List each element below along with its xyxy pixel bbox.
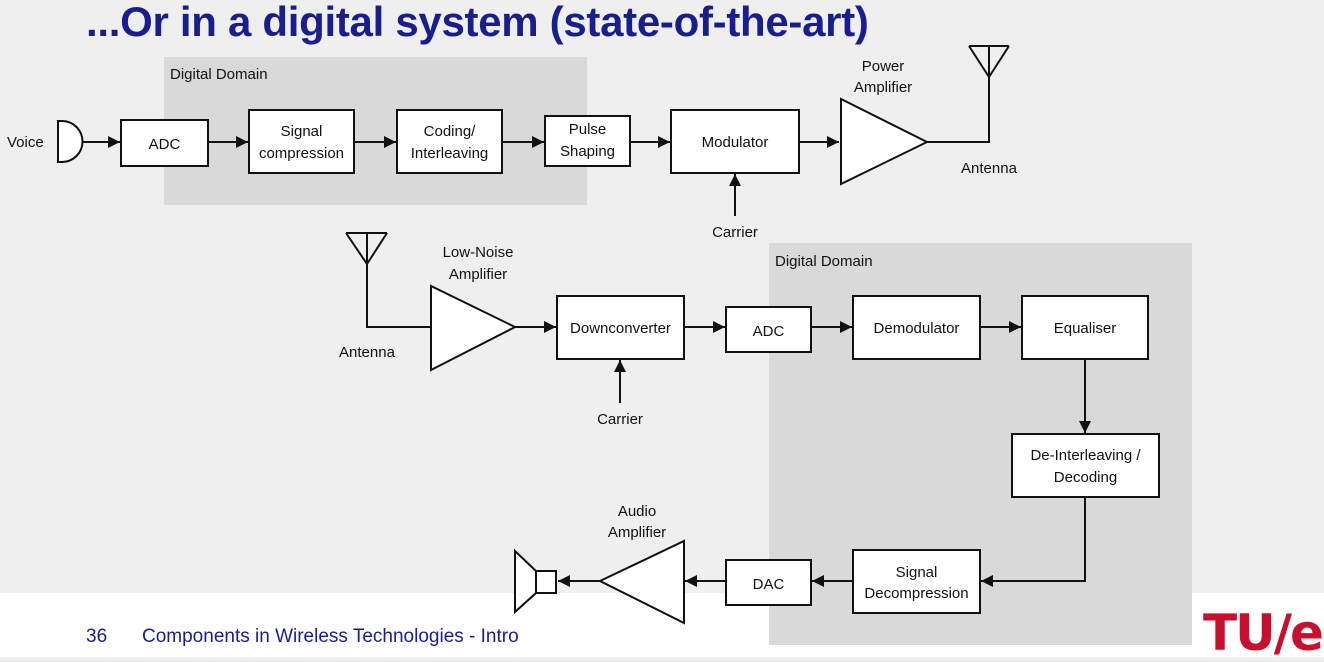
deinterleaving-label-1: De-Interleaving / [1030,447,1141,464]
microphone-icon [57,120,84,163]
decompression-label-1: Signal [896,564,938,581]
low-noise-amplifier-icon [430,284,518,372]
tx-antenna-label: Antenna [961,160,1018,177]
deinterleaving-label-2: Decoding [1054,469,1117,486]
audio-amplifier-icon [597,539,685,625]
tx-antenna-icon [968,45,1010,78]
decompression-label-2: Decompression [864,585,968,602]
rx-arrow-decoding-decompression [981,497,1086,587]
rx-adc-block [725,306,812,353]
rx-antenna-label: Antenna [339,344,396,361]
equaliser-label: Equaliser [1054,320,1117,337]
page-number: 36 [86,626,108,647]
tx-carrier-label: Carrier [712,224,758,241]
power-amplifier-icon [840,97,930,186]
coding-interleaving-block [396,109,503,174]
equaliser-block [1021,295,1149,360]
tue-logo: TU/e [1203,604,1324,662]
pulse-shaping-block [544,115,631,167]
rx-carrier-label: Carrier [597,411,643,428]
slide-title: ...Or in a digital system (state-of-the-… [86,0,869,45]
signal-decompression-block [852,549,981,614]
footer-course-title: Components in Wireless Technologies - In… [142,626,519,647]
rx-digital-domain-label: Digital Domain [775,253,873,270]
tx-digital-domain-label: Digital Domain [170,66,268,83]
tx-adc-label: ADC [149,136,181,153]
pulse-shaping-label-2: Shaping [560,143,615,160]
power-amp-label-2: Amplifier [854,79,912,96]
modulator-label: Modulator [702,134,769,151]
demodulator-label: Demodulator [874,320,960,337]
rx-adc-label: ADC [753,323,785,340]
audio-amp-label-1: Audio [618,503,656,520]
signal-compression-block [248,109,355,174]
pulse-shaping-label-1: Pulse [569,121,607,138]
dac-label: DAC [753,576,785,593]
rx-antenna-icon [345,232,388,265]
speaker-icon [514,548,557,615]
signal-compression-label-2: compression [259,145,344,162]
tx-antenna-feed [927,77,990,143]
signal-compression-label-1: Signal [281,123,323,140]
lna-label-1: Low-Noise [443,244,514,261]
lna-label-2: Amplifier [449,266,507,283]
power-amp-label-1: Power [862,58,905,75]
coding-label-2: Interleaving [411,145,489,162]
downconverter-label: Downconverter [570,320,671,337]
audio-amp-label-2: Amplifier [608,524,666,541]
deinterleaving-decoding-block [1011,433,1160,498]
modulator-block [670,109,800,174]
tx-digital-domain-region [164,57,587,205]
coding-label-1: Coding/ [424,123,477,140]
rx-antenna-feed [366,264,431,328]
downconverter-block [556,295,685,360]
dac-block [725,559,812,606]
voice-label: Voice [7,134,44,151]
